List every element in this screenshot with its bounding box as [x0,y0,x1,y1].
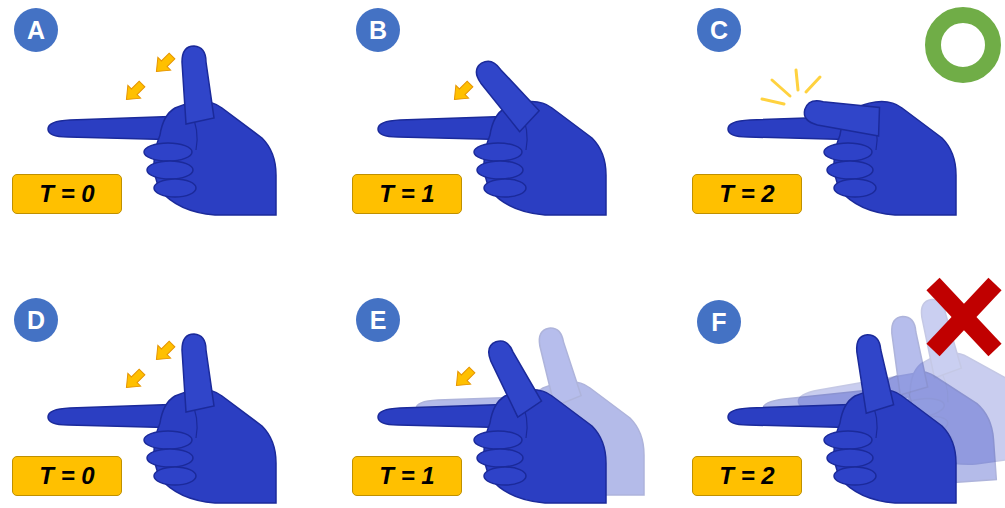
panel-letter: B [369,18,387,43]
panel-letter-badge: B [356,8,400,52]
thumb [485,334,544,418]
time-step-label: T = 2 [719,182,774,206]
panel-letter: A [27,18,45,43]
correct-mark [933,15,993,75]
time-step-box: T = 2 [692,456,802,496]
time-step-label: T = 0 [39,182,94,206]
hand-b [378,52,606,215]
thumb [182,46,214,124]
panel-letter: D [27,308,45,333]
time-step-box: T = 1 [352,456,462,496]
motion-arrow [448,78,476,106]
hand-body [378,390,606,504]
panel-letter-badge: D [14,298,58,342]
panel-letter-badge: C [697,8,741,52]
motion-arrow [450,364,478,392]
thumb [891,315,928,395]
time-step-label: T = 0 [39,464,94,488]
motion-arrow [150,50,178,78]
panel-letter: C [710,18,728,43]
panel-letter-badge: E [356,298,400,342]
time-step-box: T = 2 [692,174,802,214]
panel-letter-badge: F [697,300,741,344]
hand-body [378,102,606,216]
snap-spark [762,70,820,104]
panel-letter: F [711,310,726,335]
panel-letter-badge: A [14,8,58,52]
motion-arrow [150,338,178,366]
time-step-box: T = 0 [12,456,122,496]
time-step-box: T = 1 [352,174,462,214]
time-step-label: T = 1 [379,464,434,488]
motion-arrow [120,366,148,394]
time-step-label: T = 1 [379,182,434,206]
panel-letter: E [370,308,387,333]
thumb [855,333,894,413]
thumb [802,90,885,140]
time-step-box: T = 0 [12,174,122,214]
time-step-label: T = 2 [719,464,774,488]
motion-arrow [120,78,148,106]
hand-e [378,334,606,503]
thumb [472,52,543,134]
thumb [182,334,214,412]
wrong-mark [933,284,995,350]
